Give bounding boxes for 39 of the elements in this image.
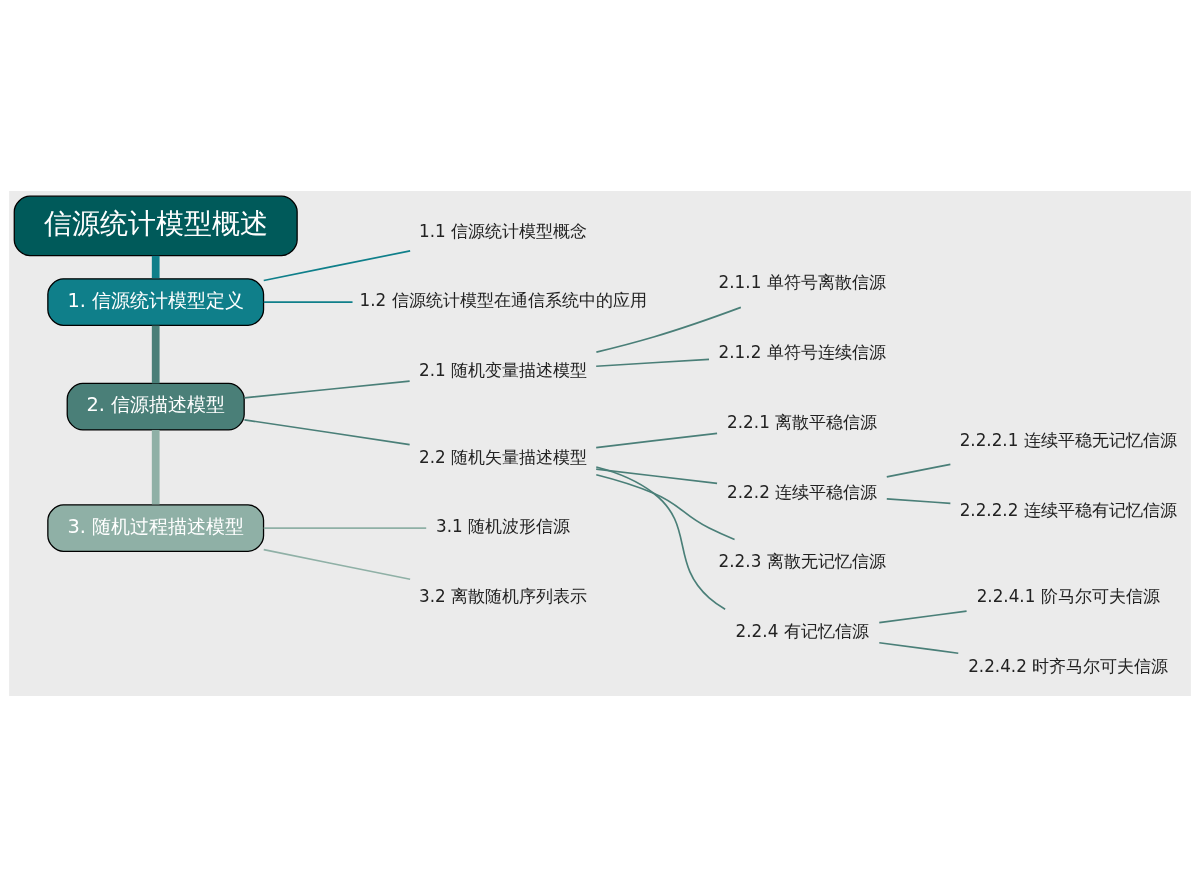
node-text: 1.1 信源统计模型概念 bbox=[419, 220, 588, 241]
node-box: 信源统计模型概述 bbox=[13, 195, 298, 256]
connector bbox=[595, 432, 718, 448]
node-text: 2.2.2.2 连续平稳有记忆信源 bbox=[959, 499, 1177, 520]
node-text: 2.2.4.1 阶马尔可夫信源 bbox=[976, 585, 1160, 606]
node-text: 2.2.2.1 连续平稳无记忆信源 bbox=[959, 429, 1177, 450]
connector bbox=[262, 548, 411, 580]
connector bbox=[878, 641, 960, 654]
connector bbox=[262, 300, 354, 303]
node-text: 2.2.4 有记忆信源 bbox=[735, 620, 869, 641]
node-text: 2.2.1 离散平稳信源 bbox=[727, 411, 878, 432]
connector bbox=[262, 249, 411, 281]
connector bbox=[151, 255, 160, 278]
connector bbox=[595, 358, 710, 367]
node-text: 2.1.2 单符号连续信源 bbox=[718, 341, 886, 362]
node-text: 2.2.2 连续平稳信源 bbox=[727, 481, 878, 502]
node-box: 3. 随机过程描述模型 bbox=[47, 503, 265, 552]
connector bbox=[243, 379, 411, 399]
connector bbox=[878, 609, 968, 623]
connector bbox=[595, 473, 736, 540]
node-text: 2.1.1 单符号离散信源 bbox=[718, 271, 886, 292]
connector bbox=[885, 497, 952, 504]
node-text: 1.2 信源统计模型在通信系统中的应用 bbox=[359, 289, 647, 310]
connector bbox=[243, 418, 411, 445]
node-text: 3.1 随机波形信源 bbox=[436, 515, 571, 536]
connector bbox=[595, 467, 718, 484]
connector bbox=[151, 429, 160, 504]
node-text: 2.2 随机矢量描述模型 bbox=[419, 446, 588, 467]
node-box: 1. 信源统计模型定义 bbox=[47, 277, 265, 326]
node-text: 2.2.3 离散无记忆信源 bbox=[718, 550, 886, 571]
connector bbox=[262, 526, 428, 529]
node-text: 2.2.4.2 时齐马尔可夫信源 bbox=[968, 655, 1169, 676]
connector bbox=[151, 325, 160, 383]
node-text: 2.1 随机变量描述模型 bbox=[419, 359, 588, 380]
connector bbox=[885, 463, 952, 478]
node-text: 3.2 离散随机序列表示 bbox=[419, 585, 588, 606]
connector bbox=[595, 465, 726, 610]
node-box: 2. 信源描述模型 bbox=[66, 382, 245, 431]
connector bbox=[595, 306, 742, 353]
